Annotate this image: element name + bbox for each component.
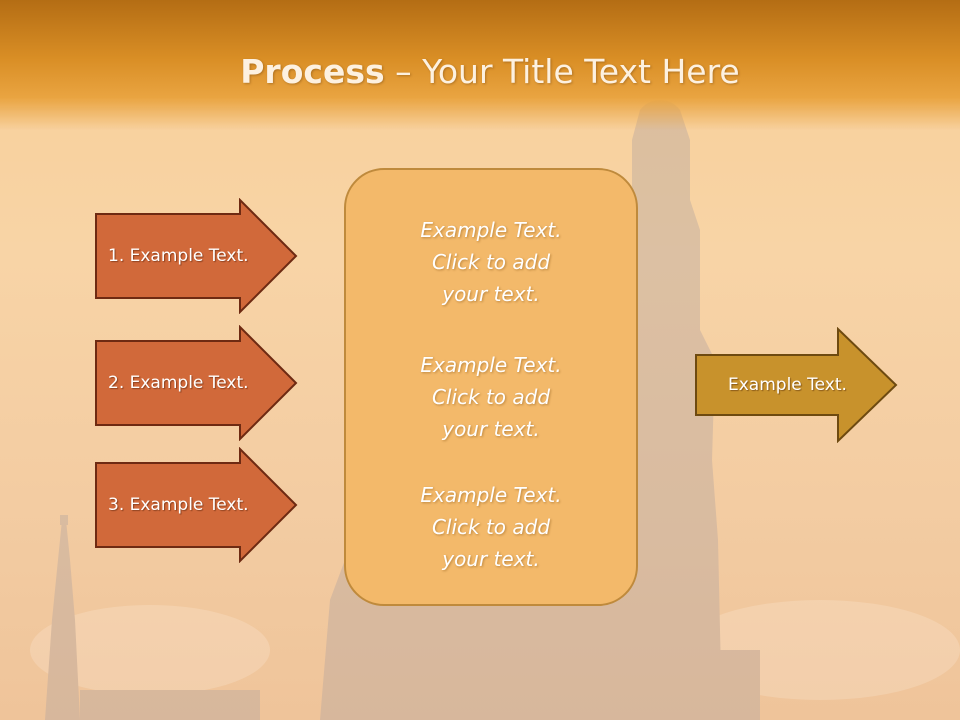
block-line: Click to add (431, 515, 551, 539)
arrow-right-icon (695, 327, 898, 443)
arrow-right-icon (95, 325, 298, 441)
text-block-3[interactable]: Example Text. Click to add your text. (346, 479, 636, 575)
block-line: your text. (442, 547, 540, 571)
block-line: Example Text. (420, 218, 562, 242)
center-text-box[interactable]: Example Text. Click to add your text. Ex… (344, 168, 638, 606)
left-arrow-3[interactable]: 3. Example Text. (94, 447, 300, 563)
left-arrow-label: 1. Example Text. (108, 246, 249, 266)
text-block-2[interactable]: Example Text. Click to add your text. (346, 349, 636, 445)
slide-title[interactable]: Process – Your Title Text Here (0, 52, 960, 91)
block-line: Click to add (431, 250, 551, 274)
title-dash: – (384, 52, 423, 91)
text-block-1[interactable]: Example Text. Click to add your text. (346, 214, 636, 310)
arrow-right-icon (95, 447, 298, 563)
left-arrow-1[interactable]: 1. Example Text. (94, 198, 300, 314)
block-line: Example Text. (420, 483, 562, 507)
block-line: Click to add (431, 385, 551, 409)
title-strong: Process (240, 52, 385, 91)
left-arrow-label: 3. Example Text. (108, 495, 249, 515)
block-line: Example Text. (420, 353, 562, 377)
right-output-arrow[interactable]: Example Text. (694, 327, 900, 443)
left-arrow-2[interactable]: 2. Example Text. (94, 325, 300, 441)
block-line: your text. (442, 417, 540, 441)
title-rest: Your Title Text Here (422, 52, 740, 91)
right-arrow-label: Example Text. (728, 375, 847, 395)
arrow-right-icon (95, 198, 298, 314)
block-line: your text. (442, 282, 540, 306)
left-arrow-label: 2. Example Text. (108, 373, 249, 393)
title-band (0, 0, 960, 130)
